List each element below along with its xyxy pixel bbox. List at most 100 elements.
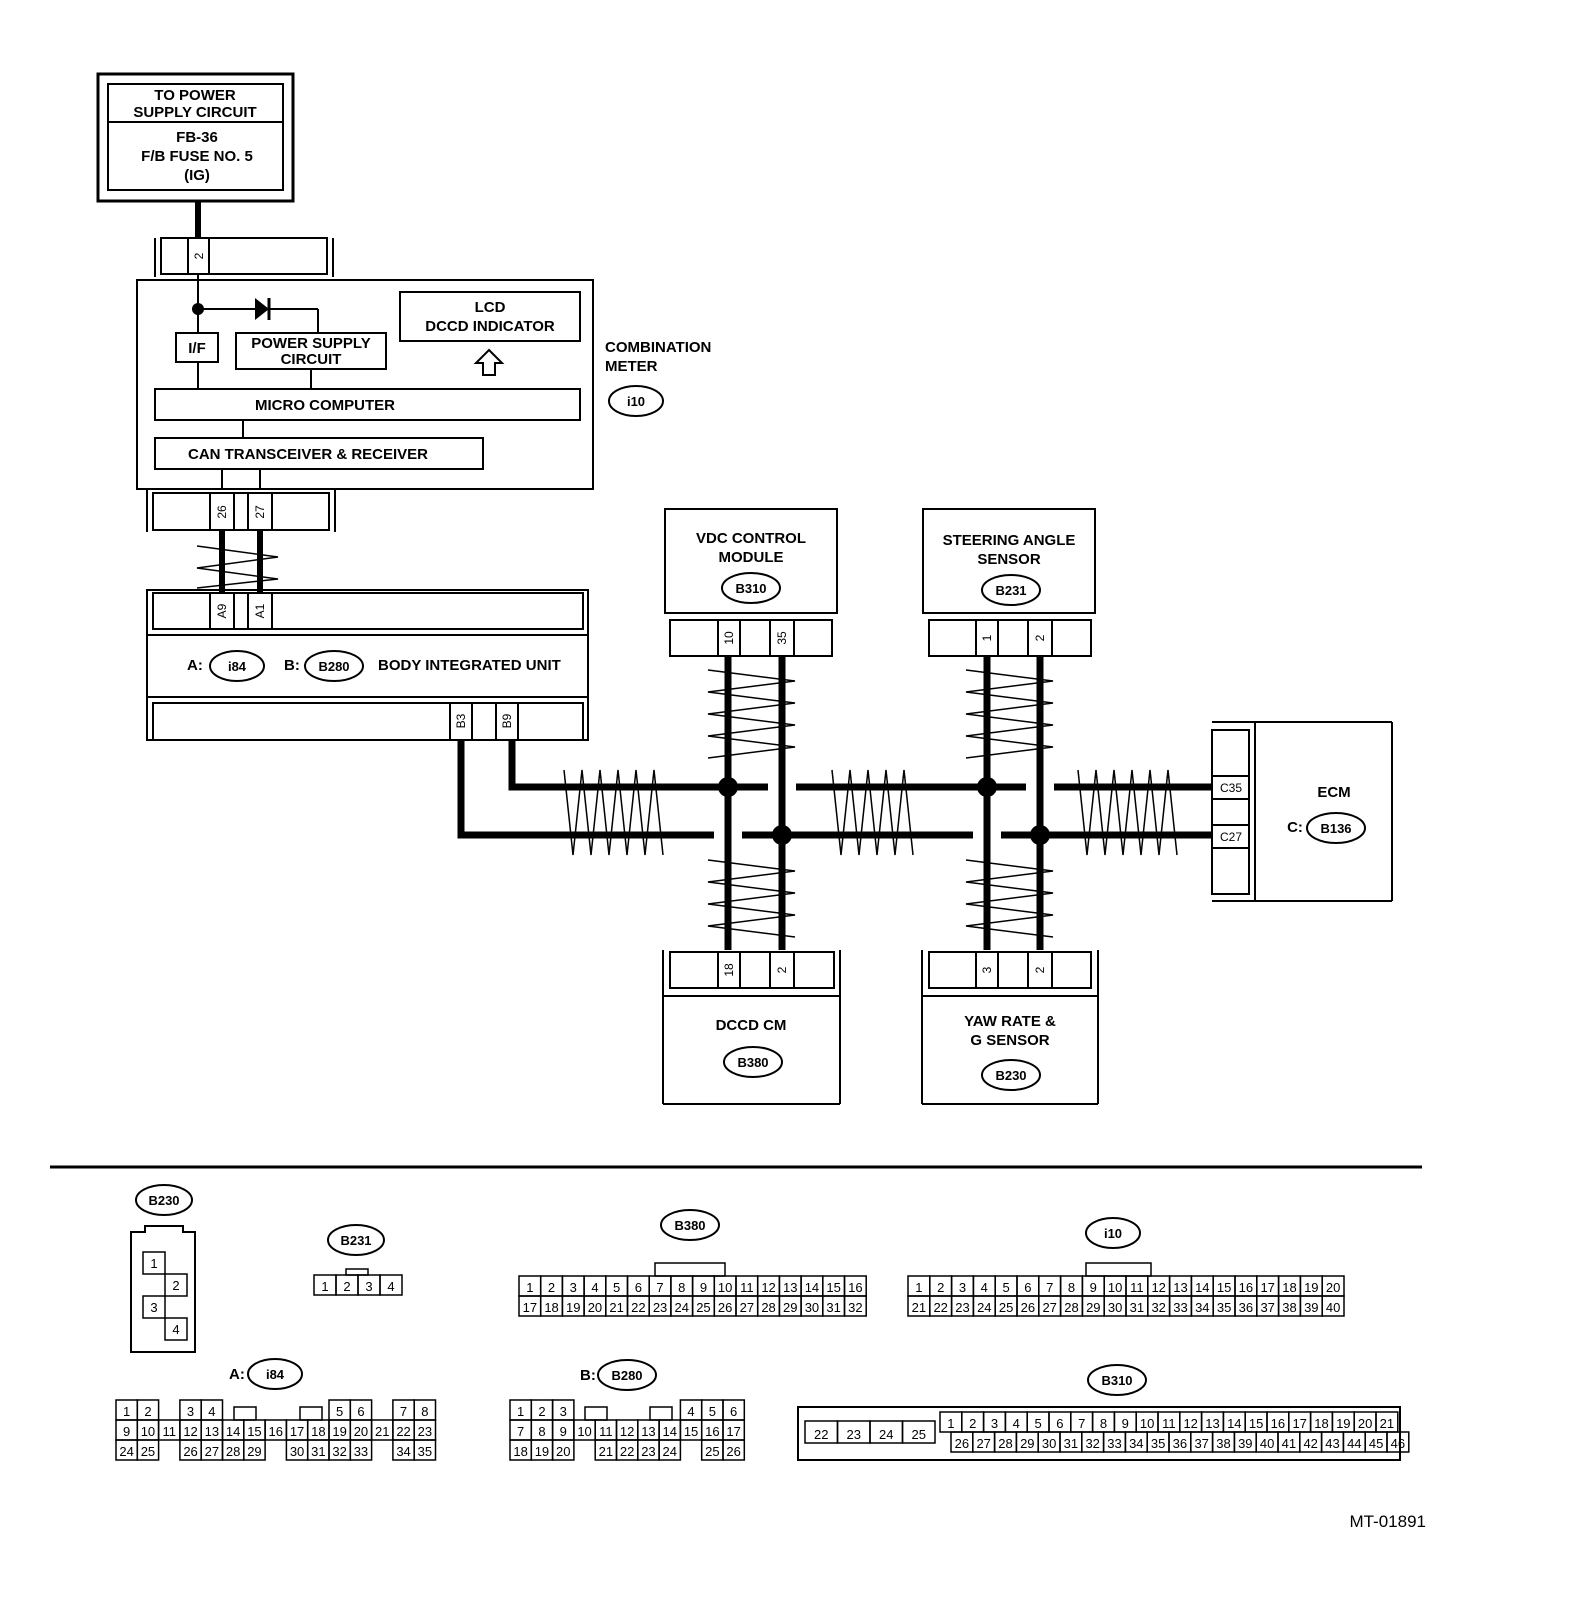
i84-prefix: A: — [229, 1366, 245, 1383]
b280-pin: 22 — [620, 1444, 634, 1459]
b280-pin: 17 — [726, 1424, 740, 1439]
can-bus — [457, 655, 1212, 950]
b230-pin-3: 3 — [150, 1300, 157, 1315]
can-label: CAN TRANSCEIVER & RECEIVER — [188, 446, 428, 463]
b280-pin: 18 — [513, 1444, 527, 1459]
i10-pin: 29 — [1086, 1300, 1100, 1315]
b310-pin: 4 — [1013, 1416, 1020, 1431]
i84-pin: 1 — [123, 1404, 130, 1419]
lcd-block — [399, 291, 581, 342]
b280-pin: 11 — [599, 1424, 613, 1439]
b280-pin: 4 — [687, 1404, 694, 1419]
b310-pin: 22 — [814, 1427, 828, 1442]
b280-pin: 20 — [556, 1444, 570, 1459]
b280-label: B280 — [611, 1368, 642, 1383]
body-b-badge — [304, 650, 364, 682]
i84-pin: 30 — [290, 1444, 304, 1459]
b310-pin: 25 — [912, 1427, 926, 1442]
i84-pin: 35 — [418, 1444, 432, 1459]
i10-pin: 22 — [933, 1300, 947, 1315]
b280-pin-cell — [658, 1439, 682, 1461]
i84-pin: 24 — [119, 1444, 133, 1459]
yaw-rate-g-sensor: 3 2 YAW RATE & G SENSOR B230 — [921, 950, 1099, 1105]
b310-pin-cell — [1386, 1431, 1410, 1453]
b380-pin: 14 — [805, 1280, 819, 1295]
b310-pin: 32 — [1085, 1436, 1099, 1451]
if-label: I/F — [188, 340, 206, 357]
i84-pin: 9 — [123, 1424, 130, 1439]
vdc-line2: MODULE — [719, 549, 784, 566]
i10-pin: 18 — [1282, 1280, 1296, 1295]
i84-pin: 22 — [396, 1424, 410, 1439]
i84-pin: 3 — [187, 1404, 194, 1419]
body-b-prefix: B: — [284, 657, 300, 674]
yaw-line1: YAW RATE & — [964, 1013, 1056, 1030]
lcd-line2: DCCD INDICATOR — [425, 318, 555, 335]
b380-pin: 15 — [826, 1280, 840, 1295]
b380-pin: 29 — [783, 1300, 797, 1315]
power-title-line1: TO POWER — [154, 87, 236, 104]
b310-pin: 8 — [1100, 1416, 1107, 1431]
ecm-connector: B136 — [1320, 821, 1351, 836]
b380-pin: 1 — [526, 1280, 533, 1295]
ecm: C35 C27 ECM C: B136 — [1211, 721, 1393, 902]
b380-pin: 9 — [700, 1280, 707, 1295]
b310-label: B310 — [1101, 1373, 1132, 1388]
i84-pin: 17 — [290, 1424, 304, 1439]
b231-label: B231 — [340, 1233, 371, 1248]
i10-pin: 16 — [1239, 1280, 1253, 1295]
b380-pin: 21 — [609, 1300, 623, 1315]
b310-pin: 1 — [947, 1416, 954, 1431]
i84-pin: 32 — [332, 1444, 346, 1459]
b280-latch — [584, 1406, 608, 1421]
b310-pin: 37 — [1194, 1436, 1208, 1451]
psu-line2: CIRCUIT — [281, 351, 342, 368]
b280-pin: 10 — [577, 1424, 591, 1439]
i84-latch — [299, 1406, 323, 1421]
steering-line1: STEERING ANGLE — [943, 532, 1076, 549]
b380-pin: 17 — [523, 1300, 537, 1315]
body-pin-a1: A1 — [253, 603, 267, 618]
i84-pin: 5 — [336, 1404, 343, 1419]
b380-pin: 24 — [675, 1300, 689, 1315]
b280-pin: 6 — [730, 1404, 737, 1419]
b310-pin: 2 — [969, 1416, 976, 1431]
ecm-name: ECM — [1317, 784, 1350, 801]
b310-pin: 6 — [1056, 1416, 1063, 1431]
vdc-control-module: VDC CONTROL MODULE B310 10 35 — [664, 508, 838, 657]
i10-pin: 23 — [955, 1300, 969, 1315]
b280-pin: 7 — [517, 1424, 524, 1439]
psu-line1: POWER SUPPLY — [251, 335, 370, 352]
b380-pin: 22 — [631, 1300, 645, 1315]
b310-pin: 42 — [1303, 1436, 1317, 1451]
b280-pin: 19 — [535, 1444, 549, 1459]
b310-pin: 34 — [1129, 1436, 1143, 1451]
b280-pin: 13 — [641, 1424, 655, 1439]
i10-pin: 2 — [937, 1280, 944, 1295]
b280-pin: 9 — [560, 1424, 567, 1439]
i84-pin: 12 — [183, 1424, 197, 1439]
i10-pin: 26 — [1021, 1300, 1035, 1315]
b310-pin: 40 — [1260, 1436, 1274, 1451]
i10-pin: 28 — [1064, 1300, 1078, 1315]
b280-pin: 12 — [620, 1424, 634, 1439]
b310-pin: 33 — [1107, 1436, 1121, 1451]
i84-pin: 6 — [357, 1404, 364, 1419]
b310-pin-cell — [901, 1420, 936, 1444]
b280-pin: 2 — [538, 1404, 545, 1419]
b380-pin: 12 — [761, 1280, 775, 1295]
i10-pin: 36 — [1239, 1300, 1253, 1315]
yaw-line2: G SENSOR — [970, 1032, 1049, 1049]
body-pin-a9: A9 — [215, 603, 229, 618]
b280-pin: 14 — [663, 1424, 677, 1439]
b380-pin: 4 — [591, 1280, 598, 1295]
b380-pin: 18 — [544, 1300, 558, 1315]
body-pin-b3: B3 — [454, 713, 468, 728]
dccd-name: DCCD CM — [716, 1017, 787, 1034]
i84-pin: 20 — [354, 1424, 368, 1439]
b380-pin: 26 — [718, 1300, 732, 1315]
